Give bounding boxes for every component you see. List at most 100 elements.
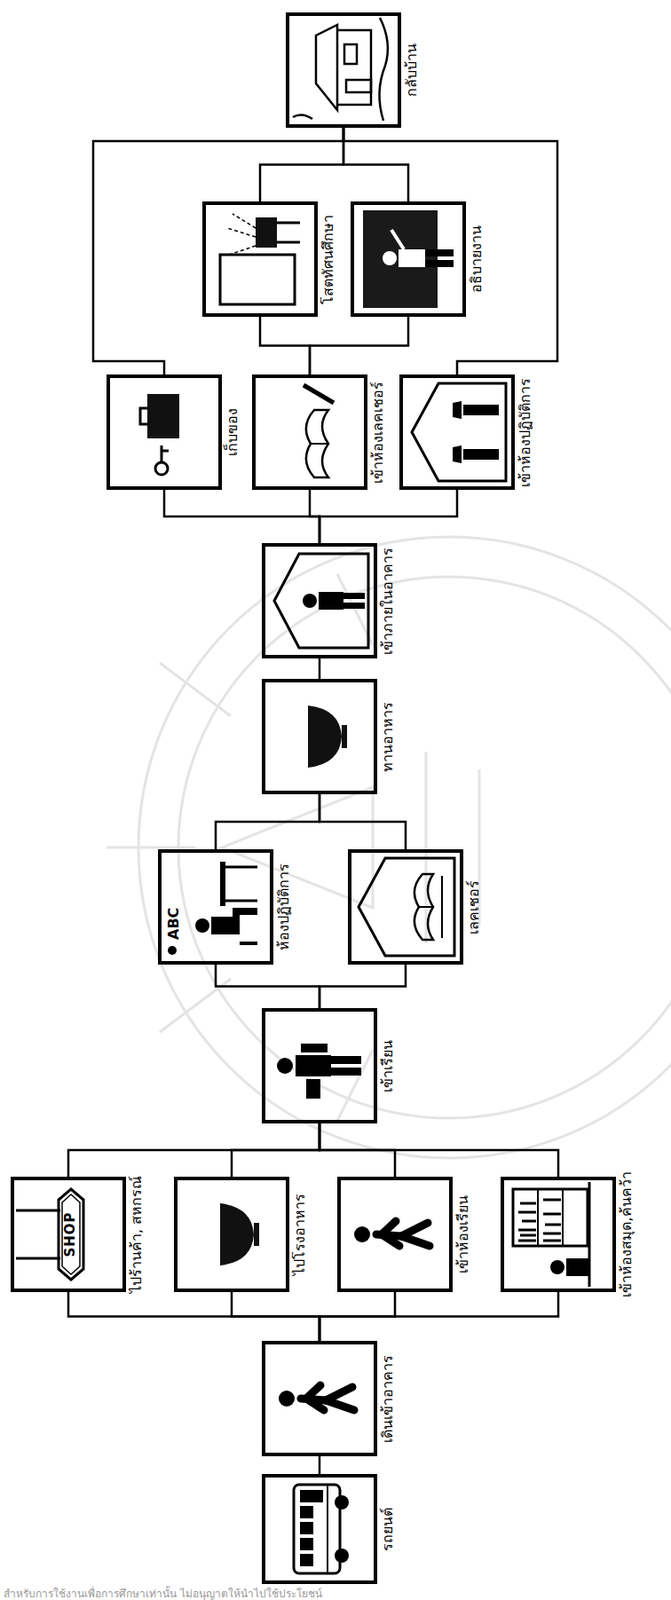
lab-room-icon [411, 383, 506, 482]
bus-icon-part [293, 1484, 340, 1574]
bus-icon [293, 1484, 349, 1574]
bowl-icon-part [341, 725, 348, 749]
library-icon-part [550, 1260, 565, 1275]
home-step: กลับบ้าน [285, 12, 402, 128]
lab-step: ห้องปฏิบัติการABC [157, 849, 274, 965]
step-label: เข้าห้องปฏิบัติการ [515, 378, 536, 488]
step-label: เข้าห้องสมุด,ค้นคว้า [616, 1171, 637, 1297]
storage-icon-part [140, 408, 148, 425]
lab-room-step: เข้าห้องปฏิบัติการ [399, 374, 515, 490]
flow-line [68, 1292, 320, 1342]
library-icon-part [518, 1199, 561, 1241]
lab-room-icon-part [452, 401, 462, 419]
home-icon-part [378, 17, 387, 121]
projector-icon-part [255, 217, 277, 248]
sign-text: SHOP [60, 1180, 80, 1289]
book-pen-icon-part [310, 442, 329, 445]
presenter-icon [363, 210, 454, 308]
step-label: รถยนต์ [378, 1507, 398, 1552]
walker-icon-part [306, 1385, 321, 1399]
bus-icon-part [299, 1554, 314, 1567]
lab-room-icon-part [463, 404, 499, 416]
presenter-icon-part [363, 210, 438, 308]
storage-icon-part [161, 449, 169, 453]
building-entry-icon-part [343, 592, 365, 600]
presenter-icon-part [391, 229, 404, 250]
library-icon [513, 1182, 590, 1287]
projector-icon [220, 213, 300, 305]
step-label: เก็บของ [222, 408, 243, 457]
walker-icon-part [325, 1387, 353, 1401]
step-label: ทานอาหาร [378, 702, 398, 773]
presenter-icon-part [398, 249, 426, 268]
building-entry-icon-part [274, 553, 369, 648]
lecture-icon [358, 858, 455, 956]
walker-icon [354, 1221, 430, 1247]
flow-line [68, 1123, 320, 1177]
canteen-step: ไปโรงอาหาร [173, 1176, 290, 1293]
board-text: ABC [165, 907, 183, 940]
seal-watermark [106, 536, 671, 1159]
storage-step: เก็บของ [106, 374, 222, 490]
bowl-icon-part [307, 705, 342, 768]
classroom-step: เข้าห้องเรียน [337, 1176, 453, 1293]
bowl-icon [220, 1203, 260, 1266]
lab-icon-part [239, 941, 258, 946]
lab-room-icon-part [411, 383, 506, 482]
flow-line [309, 316, 409, 375]
library-icon-part [513, 1189, 588, 1247]
projector-icon-part [276, 241, 300, 245]
student-icon-part [300, 1043, 328, 1053]
walker-icon [278, 1385, 355, 1411]
step-label: ไปร้านค้า, สหกรณ์ [126, 1176, 147, 1294]
student-icon-part [306, 1079, 321, 1099]
storage-icon-part [155, 462, 168, 475]
flow-line [215, 964, 320, 1009]
building-entry-icon-part [343, 602, 365, 609]
step-label: ห้องปฏิบัติการ [274, 863, 294, 951]
bowl-icon [307, 705, 348, 768]
lecture-icon-part [358, 858, 455, 956]
bus-icon-part [299, 1538, 314, 1551]
presenter-icon-part [425, 260, 454, 268]
flow-line [93, 127, 344, 375]
building-entry-icon-part [302, 593, 317, 608]
home-icon-part [346, 79, 372, 93]
lecture-icon-part [418, 906, 434, 908]
step-label: เข้าภายในอาคาร [378, 547, 398, 656]
step-label: อธิบายงาน [466, 225, 487, 293]
seal-watermark-part [178, 576, 671, 1119]
shop-icon-part [15, 1257, 61, 1261]
lab-icon-part [211, 916, 237, 935]
lecture-icon-part [441, 876, 443, 939]
lab-room-icon-part [452, 445, 462, 464]
walker-icon-part [401, 1223, 428, 1237]
step-label: โสตทัศนศึกษา [318, 214, 339, 305]
flow-line [231, 1123, 320, 1177]
library-icon-part [536, 1189, 539, 1247]
student-icon-part [295, 1055, 332, 1077]
step-label: เข้าห้องเรียน [453, 1195, 474, 1274]
bus-icon-part [299, 1506, 314, 1519]
shop-icon-part [15, 1209, 61, 1213]
walker-icon-part [381, 1221, 396, 1235]
projector-icon-part [227, 213, 256, 255]
step-label: กลับบ้าน [402, 43, 422, 97]
lecture-step: เลคเชอร์ [347, 849, 464, 965]
building-step: เข้าภายในอาคาร [261, 543, 378, 659]
home-icon [292, 17, 388, 121]
library-icon-part [561, 1189, 564, 1247]
storage-icon [140, 394, 180, 475]
lab-room-icon-part [463, 449, 499, 460]
flow-line [319, 489, 458, 544]
student-icon [276, 1043, 362, 1099]
bus-icon-part [334, 1495, 349, 1510]
bowl-icon-part [220, 1203, 254, 1266]
step-label: ไปโรงอาหาร [290, 1193, 310, 1276]
home-icon-part [337, 30, 372, 105]
book-pen-icon-part [303, 385, 334, 403]
lab-icon-part [225, 866, 258, 869]
flow-line [319, 1123, 559, 1177]
